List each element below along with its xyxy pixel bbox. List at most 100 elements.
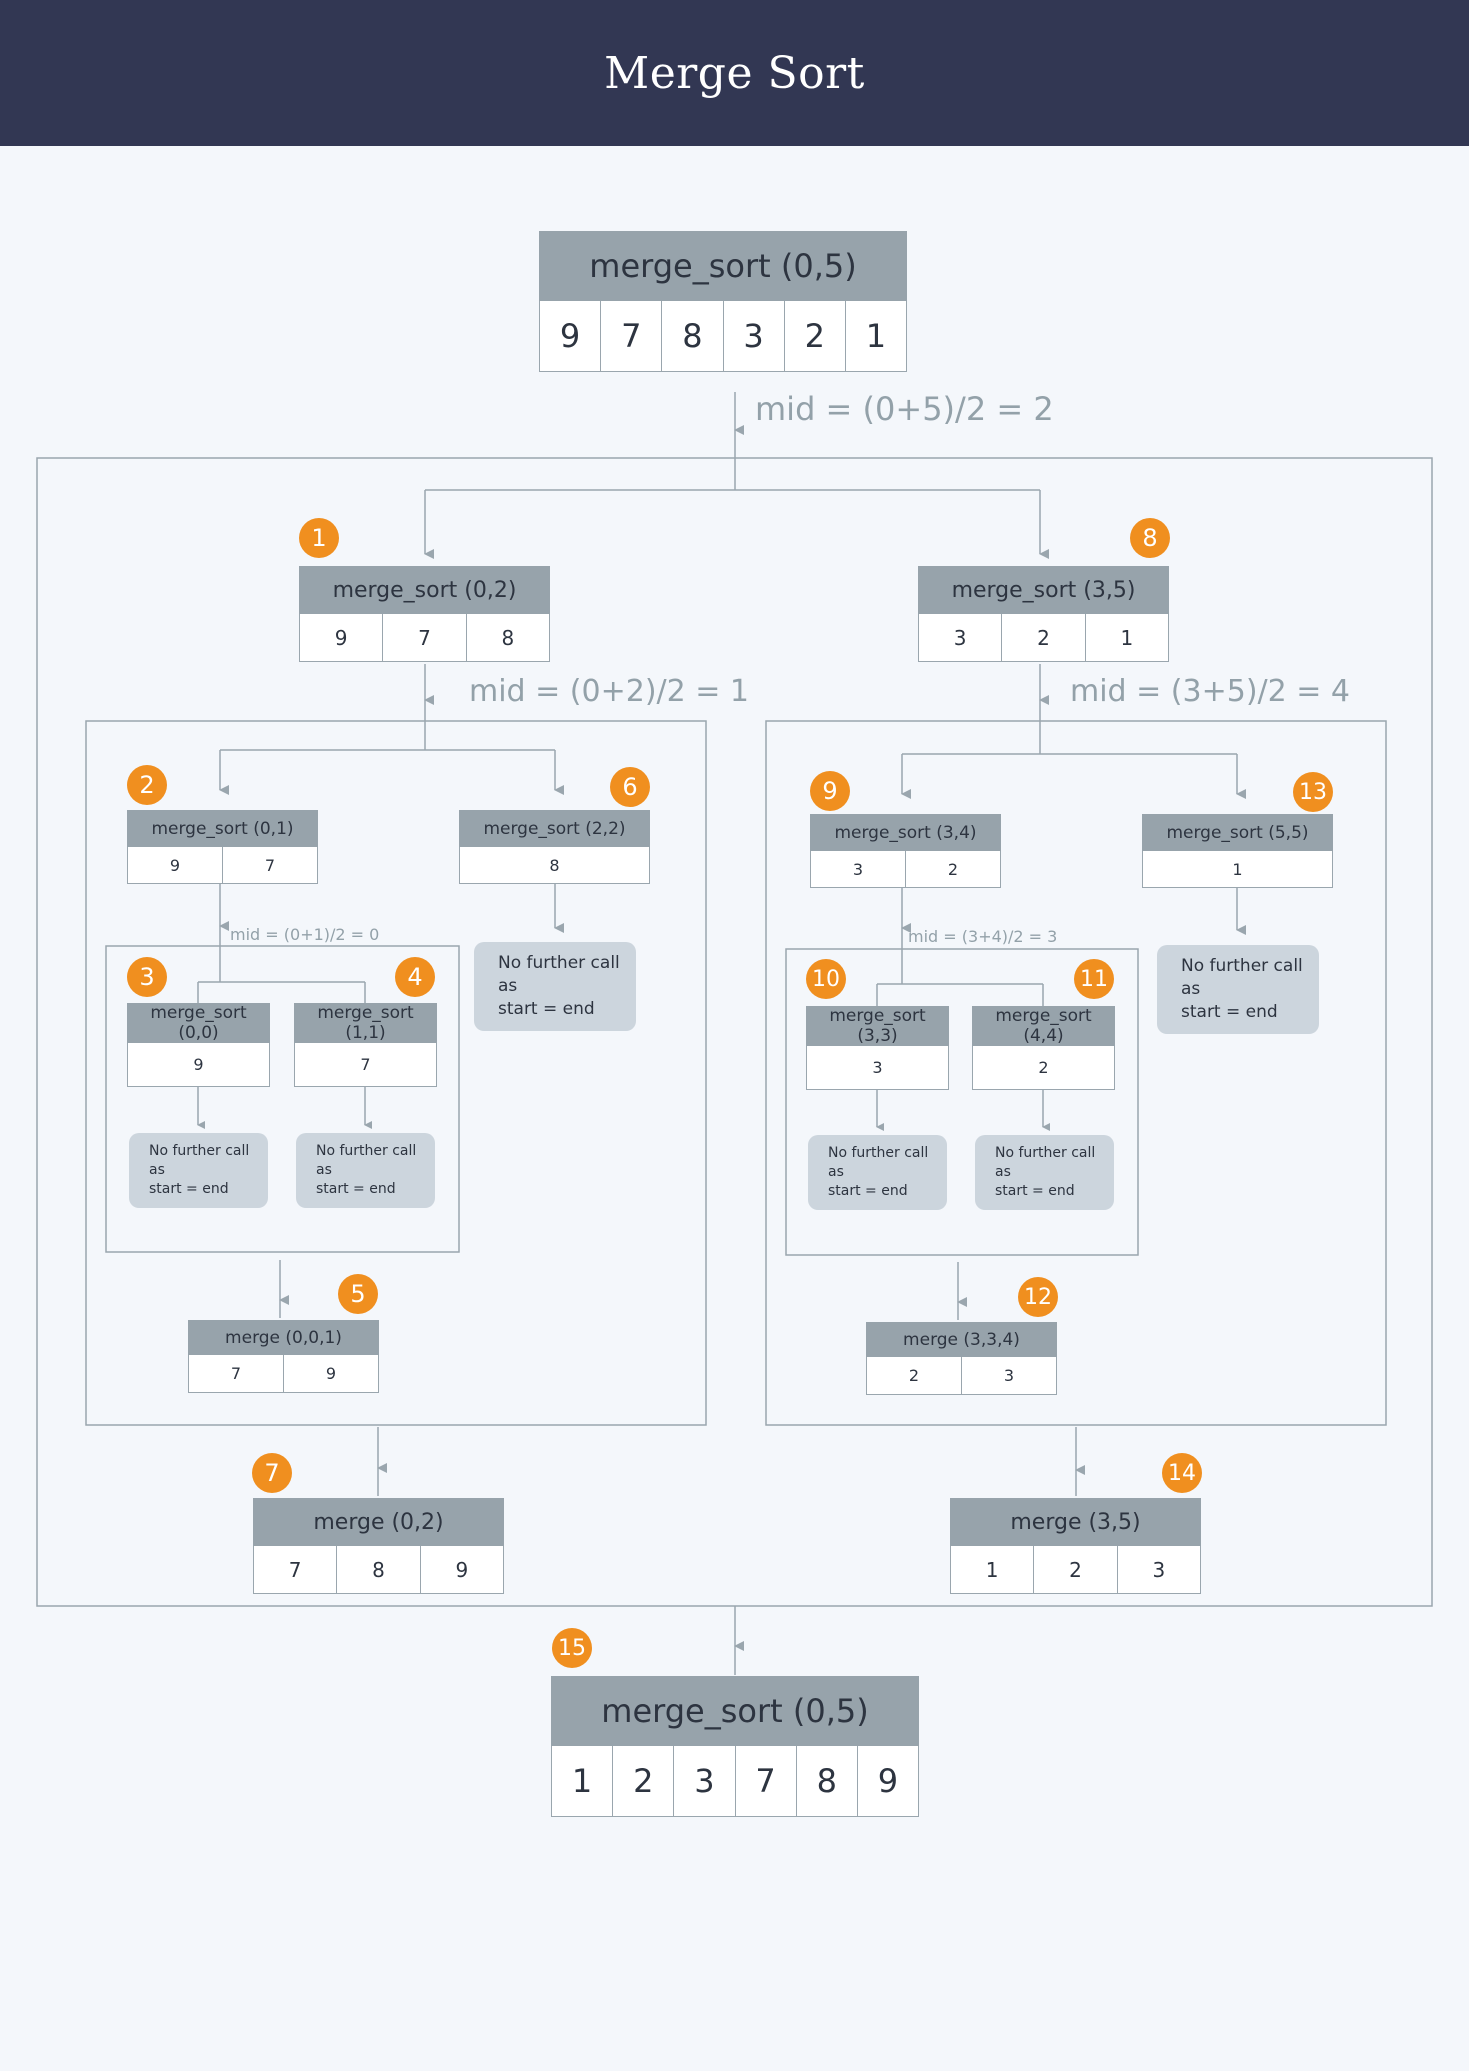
array-cell: 3 bbox=[722, 301, 784, 371]
mid-label-left-left: mid = (0+1)/2 = 0 bbox=[230, 925, 380, 944]
node-merge-sort-5-5: merge_sort (5,5) 1 bbox=[1142, 814, 1333, 888]
node-merge-sort-3-4: merge_sort (3,4) 3 2 bbox=[810, 814, 1001, 888]
array-cell: 9 bbox=[559, 317, 581, 355]
array-cell: 2 bbox=[1033, 1546, 1116, 1593]
array-cell: 9 bbox=[419, 1546, 503, 1593]
note-no-further-call: No further call as start = end bbox=[808, 1135, 947, 1210]
array-cell: 1 bbox=[1232, 859, 1243, 879]
array-cell: 1 bbox=[985, 1557, 999, 1582]
array-cell: 3 bbox=[872, 1058, 883, 1077]
group-box-left bbox=[85, 720, 707, 1426]
array-cell: 7 bbox=[288, 1557, 302, 1582]
note-line: No further call bbox=[995, 1145, 1096, 1162]
array-cell: 2 bbox=[612, 1746, 673, 1816]
note-line: as bbox=[1181, 979, 1201, 1000]
node-title: merge_sort (3,4) bbox=[810, 814, 1001, 851]
step-badge-3: 3 bbox=[127, 957, 167, 997]
note-line: start = end bbox=[316, 1180, 396, 1197]
node-merge-0-2: merge (0,2) 7 8 9 bbox=[253, 1498, 504, 1594]
step-badge-15: 15 bbox=[552, 1628, 592, 1668]
array-cell: 8 bbox=[549, 855, 560, 875]
node-merge-sort-0-0: merge_sort (0,0) 9 bbox=[127, 1003, 270, 1087]
note-line: start = end bbox=[995, 1182, 1075, 1199]
note-line: as bbox=[995, 1164, 1011, 1181]
array-cell: 9 bbox=[283, 1355, 378, 1392]
node-merge-3-5: merge (3,5) 1 2 3 bbox=[950, 1498, 1201, 1594]
note-line: as bbox=[828, 1164, 844, 1181]
array-cell: 7 bbox=[382, 614, 465, 661]
array-cell: 9 bbox=[193, 1055, 204, 1074]
array-cell: 2 bbox=[1001, 614, 1084, 661]
array-cell: 1 bbox=[844, 301, 906, 371]
note-line: No further call bbox=[828, 1145, 929, 1162]
node-title: merge_sort (0,5) bbox=[539, 231, 907, 301]
node-title: merge (3,5) bbox=[950, 1498, 1201, 1546]
node-merge-sort-3-5: merge_sort (3,5) 3 2 1 bbox=[918, 566, 1169, 662]
array-cell: 7 bbox=[600, 301, 661, 371]
note-line: start = end bbox=[828, 1182, 908, 1199]
node-root-merge-sort: merge_sort (0,5) 9 7 8 3 2 1 bbox=[539, 231, 907, 372]
note-line: No further call bbox=[316, 1143, 417, 1160]
note-line: as bbox=[149, 1162, 165, 1179]
node-merge-sort-1-1: merge_sort (1,1) 7 bbox=[294, 1003, 437, 1087]
array-cell: 9 bbox=[856, 1746, 918, 1816]
array-cell: 2 bbox=[908, 1366, 920, 1385]
node-merge-sort-3-3: merge_sort (3,3) 3 bbox=[806, 1006, 949, 1090]
array-cell: 8 bbox=[336, 1546, 419, 1593]
step-badge-4: 4 bbox=[395, 957, 435, 997]
node-title: merge_sort (3,5) bbox=[918, 566, 1169, 614]
header-bar: Merge Sort bbox=[0, 0, 1469, 146]
array-cell: 2 bbox=[1038, 1058, 1049, 1077]
step-badge-12: 12 bbox=[1018, 1277, 1058, 1317]
node-title: merge_sort (0,2) bbox=[299, 566, 550, 614]
note-no-further-call: No further call as start = end bbox=[1157, 945, 1319, 1034]
mid-label-right: mid = (3+5)/2 = 4 bbox=[1070, 674, 1351, 709]
node-title: merge_sort (0,1) bbox=[127, 810, 318, 847]
note-line: No further call bbox=[498, 953, 620, 974]
array-cell: 1 bbox=[1084, 614, 1168, 661]
node-merge-3-3-4: merge (3,3,4) 2 3 bbox=[866, 1322, 1057, 1395]
array-cell: 9 bbox=[334, 625, 348, 650]
note-line: start = end bbox=[149, 1180, 229, 1197]
node-title: merge_sort (4,4) bbox=[972, 1006, 1115, 1046]
array-cell: 7 bbox=[360, 1055, 371, 1074]
step-badge-1: 1 bbox=[299, 518, 339, 558]
group-box-right bbox=[765, 720, 1387, 1426]
note-line: as bbox=[316, 1162, 332, 1179]
node-title: merge (0,0,1) bbox=[188, 1320, 379, 1355]
array-cell: 9 bbox=[169, 855, 181, 875]
step-badge-14: 14 bbox=[1162, 1453, 1202, 1493]
node-title: merge_sort (0,5) bbox=[551, 1676, 919, 1746]
node-final-merge-sort: merge_sort (0,5) 1 2 3 7 8 9 bbox=[551, 1676, 919, 1817]
node-merge-sort-0-2: merge_sort (0,2) 9 7 8 bbox=[299, 566, 550, 662]
note-no-further-call: No further call as start = end bbox=[975, 1135, 1114, 1210]
array-cell: 3 bbox=[673, 1746, 734, 1816]
step-badge-13: 13 bbox=[1293, 772, 1333, 812]
array-cell: 8 bbox=[795, 1746, 857, 1816]
node-merge-sort-4-4: merge_sort (4,4) 2 bbox=[972, 1006, 1115, 1090]
note-line: No further call bbox=[1181, 956, 1303, 977]
step-badge-7: 7 bbox=[252, 1453, 292, 1493]
mid-label-left: mid = (0+2)/2 = 1 bbox=[469, 674, 750, 709]
step-badge-5: 5 bbox=[338, 1274, 378, 1314]
node-title: merge_sort (3,3) bbox=[806, 1006, 949, 1046]
array-cell: 3 bbox=[961, 1357, 1056, 1394]
mid-label-root: mid = (0+5)/2 = 2 bbox=[755, 390, 1054, 428]
node-merge-0-0-1: merge (0,0,1) 7 9 bbox=[188, 1320, 379, 1393]
step-badge-10: 10 bbox=[806, 959, 846, 999]
array-cell: 1 bbox=[571, 1762, 593, 1800]
group-box-left-inner bbox=[105, 945, 460, 1253]
note-no-further-call: No further call as start = end bbox=[474, 942, 636, 1031]
step-badge-11: 11 bbox=[1074, 959, 1114, 999]
step-badge-8: 8 bbox=[1130, 518, 1170, 558]
node-title: merge (3,3,4) bbox=[866, 1322, 1057, 1357]
array-cell: 7 bbox=[734, 1746, 796, 1816]
array-cell: 7 bbox=[222, 847, 317, 883]
note-line: No further call bbox=[149, 1143, 250, 1160]
node-title: merge (0,2) bbox=[253, 1498, 504, 1546]
step-badge-2: 2 bbox=[127, 765, 167, 805]
note-line: start = end bbox=[498, 998, 595, 1019]
node-merge-sort-2-2: merge_sort (2,2) 8 bbox=[459, 810, 650, 884]
node-title: merge_sort (1,1) bbox=[294, 1003, 437, 1043]
